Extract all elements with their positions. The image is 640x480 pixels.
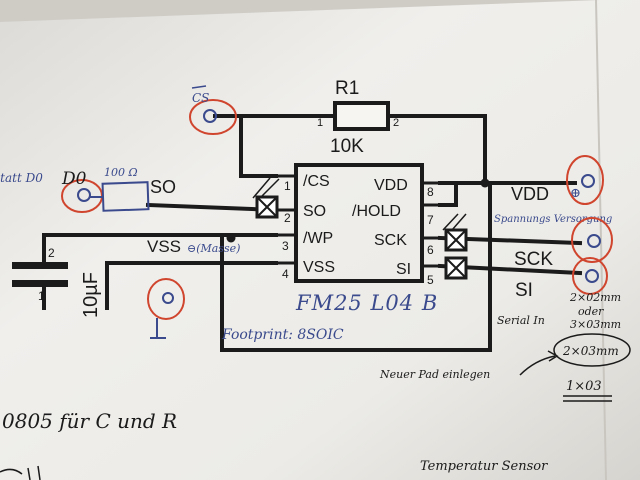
net-label-vss: VSS — [147, 237, 181, 256]
red-circle — [571, 217, 613, 263]
arrow-line — [519, 355, 556, 376]
junction-dot — [226, 233, 236, 243]
resistor-ref: R1 — [335, 78, 359, 99]
cropped-scribble — [0, 465, 41, 480]
note-masse: ⊖(Masse) — [187, 242, 240, 255]
note-spannung: Spannungs Versorgung — [494, 214, 612, 225]
note-bottom-left: 0805 für C und R — [2, 409, 177, 433]
pad-vdd — [581, 174, 595, 188]
pin-num-2: 2 — [284, 211, 291, 225]
pin-name-sck: SCK — [374, 232, 407, 249]
note-pad-size-2: 3×03mm — [570, 318, 621, 331]
resistor-pin1: 1 — [317, 117, 323, 129]
pin-name-si: SI — [396, 261, 411, 278]
note-bottom-right: Temperatur Sensor — [420, 459, 548, 474]
chip-body — [294, 163, 424, 283]
resistor-pin2: 2 — [393, 117, 399, 129]
red-circle — [189, 99, 237, 135]
pin-name-vdd: VDD — [374, 177, 408, 194]
note-serial-in: Serial In — [497, 314, 545, 327]
note-d0: D0 — [61, 169, 87, 189]
pad-sck — [587, 234, 601, 248]
note-resistor-value: 100 Ω — [104, 166, 138, 179]
note-pad-size-1: 2×02mm — [569, 291, 621, 304]
note-neuer-pad: Neuer Pad einlegen — [379, 368, 490, 381]
note-cs: CS — [192, 91, 209, 105]
resistor-r1-body — [333, 101, 390, 131]
note-vdd-plus: ⊕ — [570, 186, 581, 201]
pin-name-hold: /HOLD — [352, 203, 401, 220]
cap-pin1: 1 — [38, 289, 45, 303]
note-pad-size-circled: 2×03mm — [562, 344, 619, 358]
pad-cs — [203, 109, 217, 123]
red-circle — [147, 278, 185, 320]
pin-num-4: 4 — [282, 267, 289, 281]
note-chip-name: FM25 L04 B — [295, 291, 438, 315]
pin-num-5: 5 — [427, 273, 434, 287]
junction-dot — [480, 178, 490, 188]
pin-name-so: SO — [303, 203, 326, 220]
pin-num-6: 6 — [427, 243, 434, 257]
pin-name-vss: VSS — [303, 259, 335, 276]
note-oder: oder — [578, 305, 604, 318]
resistor-value: 10K — [330, 136, 364, 157]
cap-pin2: 2 — [48, 246, 55, 260]
note-pad-size-underlined: 1×03 — [566, 379, 602, 394]
note-footprint: Footprint: 8SOIC — [221, 327, 344, 343]
cap-value: 10µF — [80, 272, 102, 318]
pad-gnd — [162, 292, 174, 304]
capacitor — [12, 262, 109, 310]
arrow-head — [547, 350, 559, 362]
net-label-si: SI — [515, 280, 533, 301]
pin-name-wp: /WP — [303, 230, 333, 247]
red-circle — [572, 257, 608, 295]
pin-num-8: 8 — [427, 185, 434, 199]
pin-name-cs: /CS — [303, 173, 330, 190]
note-statt-d0: statt D0 — [0, 171, 43, 185]
red-circle — [566, 155, 604, 205]
pad-d0 — [77, 188, 91, 202]
pin-num-7: 7 — [427, 213, 434, 227]
no-connect-marks — [252, 177, 468, 280]
pin-num-1: 1 — [284, 179, 291, 193]
pin-num-3: 3 — [282, 239, 289, 253]
pad-si — [585, 269, 599, 283]
net-label-sck: SCK — [514, 249, 553, 270]
net-label-vdd: VDD — [511, 184, 549, 204]
circled-note — [553, 333, 631, 367]
drawn-resistor — [101, 181, 150, 212]
net-label-so: SO — [150, 177, 176, 197]
paper-edge — [595, 0, 607, 480]
